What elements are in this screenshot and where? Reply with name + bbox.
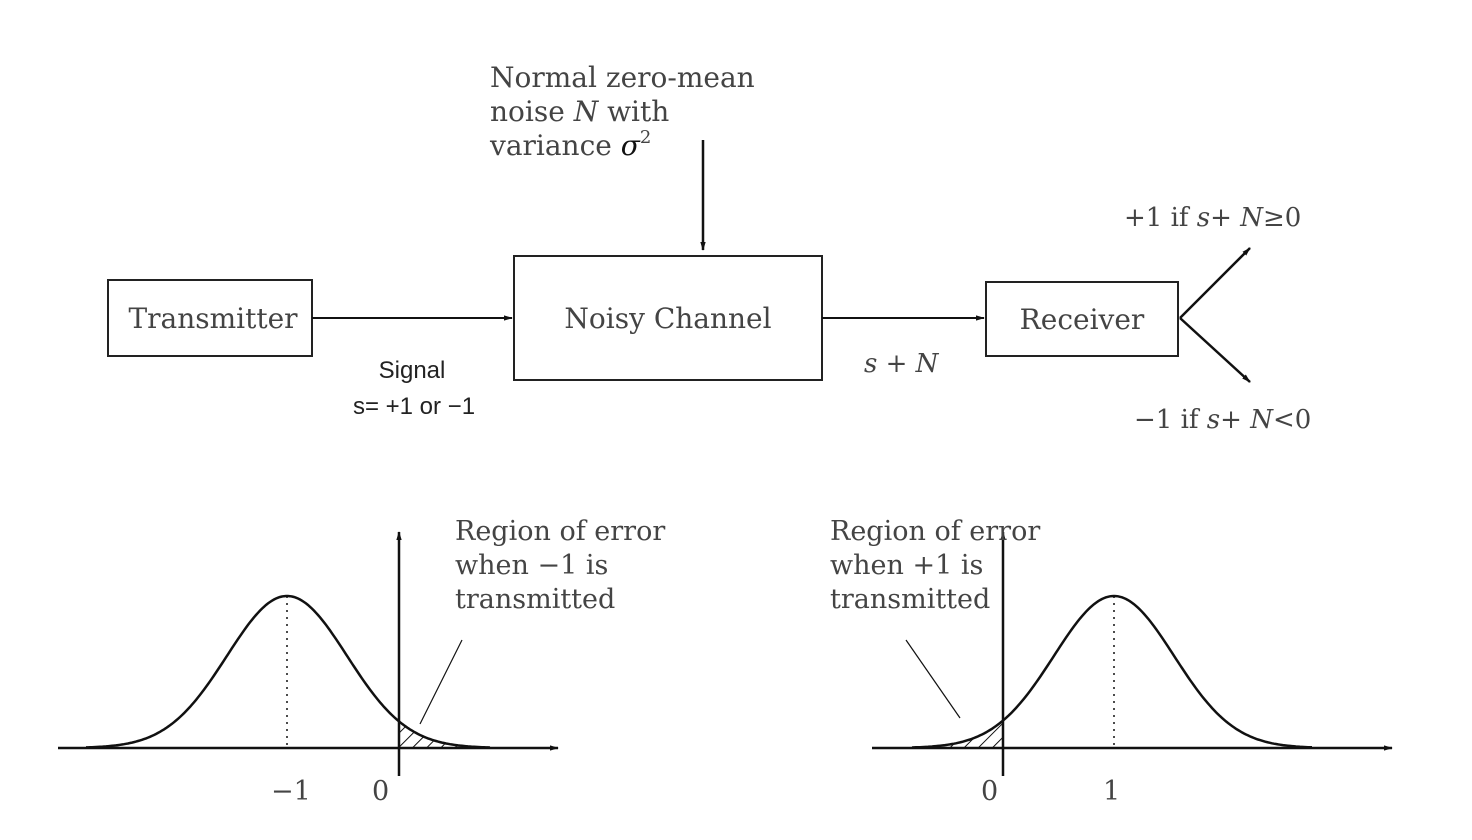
decision-minus-arrow [1179, 317, 1251, 383]
right-tick-mean: 1 [1103, 776, 1120, 807]
receiver-block [985, 281, 1179, 357]
transmitter-label: Transmitter [128, 302, 298, 335]
right-gaussian-curve [911, 594, 1312, 749]
right-region-label-line2: when +1 is [830, 550, 983, 581]
receiver-label: Receiver [1020, 303, 1145, 336]
right-region-label-line1: Region of error [830, 516, 1040, 547]
right-tick-zero: 0 [981, 776, 998, 807]
left-gaussian-curve [86, 594, 491, 749]
left-error-region [399, 721, 489, 748]
right-region-label-line3: transmitted [830, 584, 990, 615]
decision-plus-label: +1 if s+ N≥0 [1124, 203, 1301, 233]
left-region-label-line2: when −1 is [455, 550, 608, 581]
right-error-region [912, 721, 1003, 748]
left-plot: Region of error when −1 is transmitted −… [58, 516, 665, 807]
signal-values: s= +1 or −1 [353, 393, 475, 420]
decision-minus-label: −1 if s+ N<0 [1134, 405, 1311, 435]
left-tick-mean: −1 [271, 776, 311, 807]
noise-label-line2: noise N with [490, 95, 669, 128]
channel-output-label: s + N [864, 349, 940, 379]
noise-label-line3: variance σ2 [489, 127, 651, 162]
left-region-label-line3: transmitted [455, 584, 615, 615]
right-leader-line [905, 639, 961, 719]
right-plot: Region of error when +1 is transmitted 0… [830, 516, 1393, 807]
left-region-label-line1: Region of error [455, 516, 665, 547]
left-tick-zero: 0 [372, 776, 389, 807]
decision-plus-arrow [1179, 247, 1251, 319]
noisy-channel-label: Noisy Channel [564, 302, 771, 335]
noise-label-line1: Normal zero-mean [490, 61, 755, 94]
signal-label: Signal [379, 357, 446, 384]
left-leader-line [419, 639, 463, 725]
